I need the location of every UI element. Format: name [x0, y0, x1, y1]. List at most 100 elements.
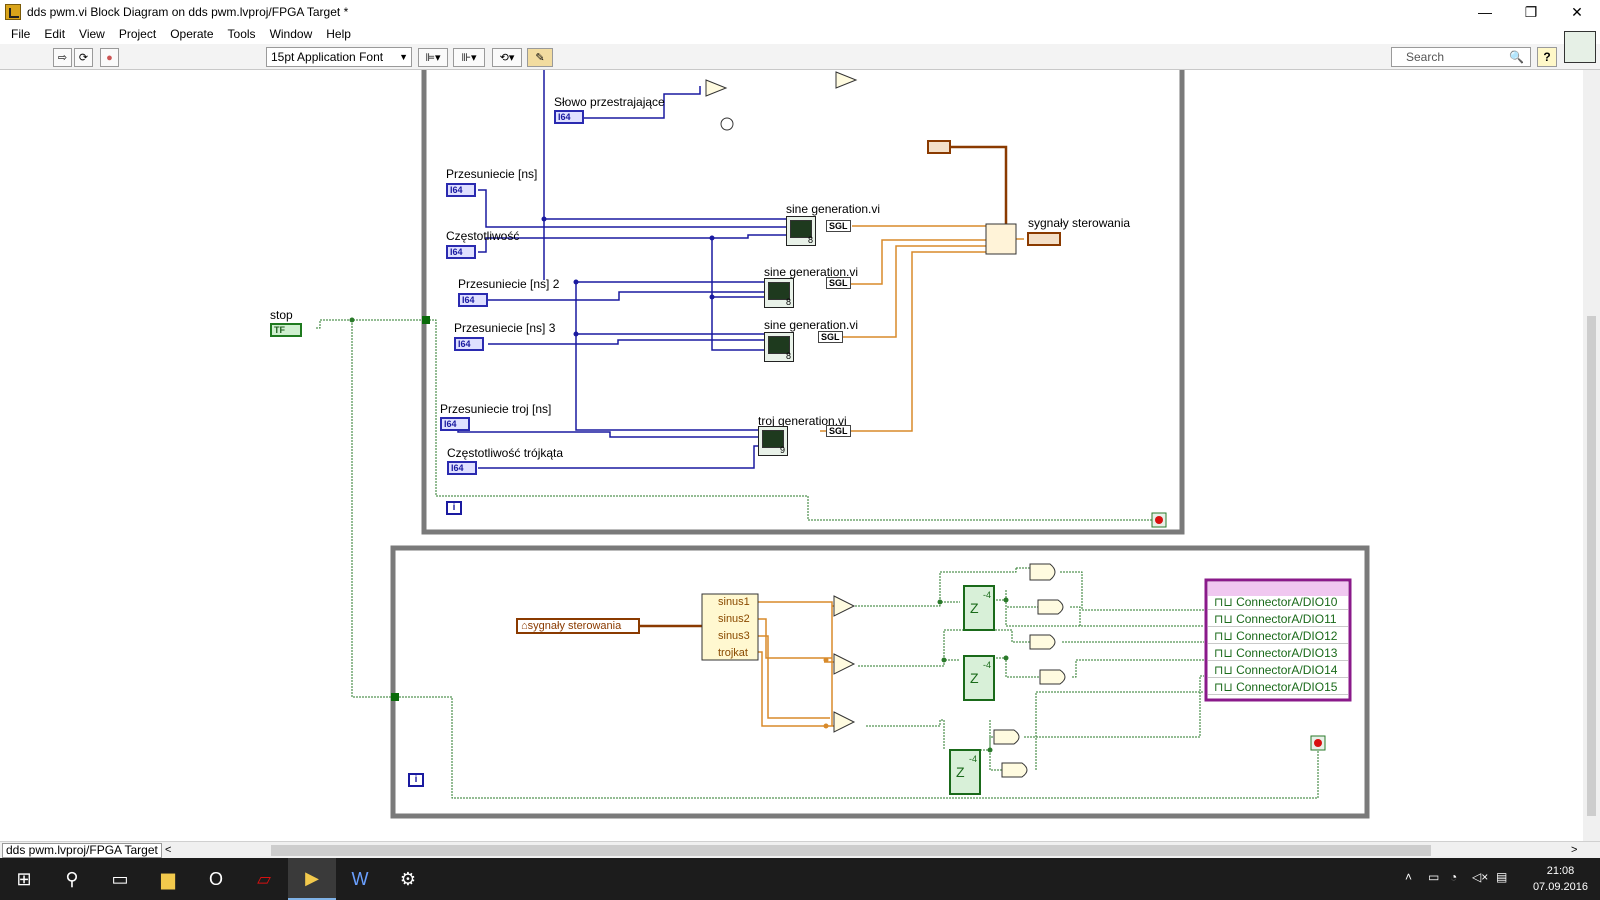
connector-dio13[interactable]: ⊓⊔ ConnectorA/DIO13 — [1208, 646, 1348, 661]
stop-tunnel-1 — [422, 316, 430, 324]
sine-generation-subvi-3[interactable]: 8 — [764, 332, 794, 362]
scroll-left-icon[interactable]: < — [165, 842, 171, 858]
unbundle-sinus3: sinus3 — [718, 630, 750, 642]
connector-dio14[interactable]: ⊓⊔ ConnectorA/DIO14 — [1208, 663, 1348, 678]
przes2-control[interactable]: I64 — [458, 293, 488, 307]
connector-dio11[interactable]: ⊓⊔ ConnectorA/DIO11 — [1208, 612, 1348, 627]
clock[interactable]: 21:08 07.09.2016 — [1533, 863, 1588, 895]
label-slowo: Słowo przestrajające — [554, 95, 665, 109]
sgl-tag-2: SGL — [826, 277, 851, 289]
feedback-num-1: -4 — [983, 590, 991, 600]
subvi-3-num: 8 — [786, 351, 791, 361]
windows-start-icon[interactable]: ⊞ — [0, 858, 48, 900]
menu-file[interactable]: File — [4, 27, 37, 41]
project-tab[interactable]: dds pwm.lvproj/FPGA Target — [2, 843, 162, 858]
chevron-up-icon[interactable]: ˄ — [1405, 870, 1412, 884]
stop-control[interactable]: TF — [270, 323, 302, 337]
font-select[interactable]: 15pt Application Font ▼ — [266, 47, 412, 67]
menu-tools[interactable]: Tools — [221, 27, 263, 41]
czesttroj-control[interactable]: I64 — [447, 461, 477, 475]
align-objects-icon[interactable]: ⊫▾ — [418, 48, 448, 67]
menu-edit[interactable]: Edit — [37, 27, 72, 41]
horizontal-scrollbar[interactable]: dds pwm.lvproj/FPGA Target < > — [0, 841, 1600, 858]
run-continuously-icon[interactable]: ⟳ — [74, 48, 93, 67]
local-variable-label: sygnały sterowania — [528, 620, 622, 632]
menu-view[interactable]: View — [72, 27, 112, 41]
troj-generation-subvi[interactable]: 9 — [758, 426, 788, 456]
context-help-button[interactable]: ? — [1537, 47, 1557, 67]
minimize-button[interactable]: — — [1462, 0, 1508, 24]
distribute-objects-icon[interactable]: ⊪▾ — [453, 48, 485, 67]
digital-line-icon: ⊓⊔ — [1214, 629, 1236, 643]
windows-taskbar: ⊞ ⚲ ▭ ▆ O ▱ ▶ W ⚙ ˄ ▭ ◔ ◁× ▤ 21:08 07.09… — [0, 858, 1600, 900]
connector-dio10-label: ConnectorA/DIO10 — [1236, 595, 1337, 609]
word-icon[interactable]: W — [336, 858, 384, 900]
feedback-z-3: Z — [956, 764, 965, 780]
search-icon[interactable]: 🔍 — [1509, 48, 1524, 66]
speaker-icon[interactable]: ◁× — [1472, 870, 1488, 884]
wifi-icon[interactable]: ◔ — [1450, 870, 1457, 884]
settings-app-icon[interactable]: ⚙ — [384, 858, 432, 900]
menu-help[interactable]: Help — [319, 27, 358, 41]
loop1-iteration-terminal: i — [446, 501, 462, 515]
subvi-1-num: 8 — [808, 235, 813, 245]
menu-window[interactable]: Window — [263, 27, 320, 41]
vi-icon[interactable] — [1564, 31, 1596, 63]
label-przes2: Przesuniecie [ns] 2 — [458, 277, 559, 291]
sine-generation-subvi-1[interactable]: 8 — [786, 216, 816, 246]
restore-button[interactable]: ❐ — [1508, 0, 1554, 24]
label-przes3: Przesuniecie [ns] 3 — [454, 321, 555, 335]
vertical-scrollbar[interactable] — [1583, 70, 1600, 841]
opera-icon[interactable]: O — [192, 858, 240, 900]
przes1-control[interactable]: I64 — [446, 183, 476, 197]
unbundle-sinus2: sinus2 — [718, 613, 750, 625]
cleanup-diagram-icon[interactable]: ✎ — [527, 48, 553, 67]
loop2-iteration-terminal: i — [408, 773, 424, 787]
sine-generation-subvi-2[interactable]: 8 — [764, 278, 794, 308]
sgl-tag-1: SGL — [826, 220, 851, 232]
przes3-control[interactable]: I64 — [454, 337, 484, 351]
label-sygnaly: sygnały sterowania — [1028, 216, 1130, 230]
search-input[interactable]: Search 🔍 — [1391, 47, 1531, 67]
connector-dio11-label: ConnectorA/DIO11 — [1236, 612, 1337, 626]
wires-layer — [0, 70, 1600, 841]
przestroj-control[interactable]: I64 — [440, 417, 470, 431]
vertical-scrollbar-thumb[interactable] — [1587, 316, 1596, 816]
battery-icon[interactable]: ▭ — [1428, 870, 1439, 884]
notification-icon[interactable]: ▤ — [1496, 870, 1507, 884]
label-sine3: sine generation.vi — [764, 318, 858, 332]
feedback-z-2: Z — [970, 670, 979, 686]
labview-taskbar-icon[interactable]: ▶ — [288, 858, 336, 900]
connector-dio12-label: ConnectorA/DIO12 — [1236, 629, 1337, 643]
close-button[interactable]: ✕ — [1554, 0, 1600, 24]
reorder-icon[interactable]: ⟲▾ — [492, 48, 522, 67]
run-arrow-icon[interactable]: ⇨ — [53, 48, 72, 67]
abort-icon[interactable]: ● — [100, 48, 119, 67]
subvi-2-num: 8 — [786, 297, 791, 307]
menu-operate[interactable]: Operate — [163, 27, 220, 41]
czest-control[interactable]: I64 — [446, 245, 476, 259]
sgl-tag-3: SGL — [818, 331, 843, 343]
chevron-down-icon: ▼ — [399, 48, 408, 66]
constant-node — [721, 118, 733, 130]
scroll-right-icon[interactable]: > — [1571, 842, 1577, 858]
title-bar: dds pwm.vi Block Diagram on dds pwm.lvpr… — [0, 0, 1600, 24]
feedback-num-3: -4 — [969, 754, 977, 764]
sygnaly-local-variable[interactable]: ⌂sygnały sterowania — [516, 618, 640, 634]
block-diagram-canvas[interactable]: Słowo przestrajające I64 Przesuniecie [n… — [0, 70, 1600, 841]
float-wires — [756, 226, 1024, 726]
label-przestroj: Przesuniecie troj [ns] — [440, 402, 551, 416]
feedback-z-1: Z — [970, 600, 979, 616]
file-explorer-icon[interactable]: ▆ — [144, 858, 192, 900]
connector-dio12[interactable]: ⊓⊔ ConnectorA/DIO12 — [1208, 629, 1348, 644]
search-icon[interactable]: ⚲ — [48, 858, 96, 900]
task-view-icon[interactable]: ▭ — [96, 858, 144, 900]
connector-dio14-label: ConnectorA/DIO14 — [1236, 663, 1337, 677]
subvi-4-num: 9 — [780, 445, 785, 455]
horizontal-scrollbar-thumb[interactable] — [271, 845, 1431, 856]
red-app-icon[interactable]: ▱ — [240, 858, 288, 900]
slowo-control[interactable]: I64 — [554, 110, 584, 124]
connector-dio15[interactable]: ⊓⊔ ConnectorA/DIO15 — [1208, 680, 1348, 695]
menu-project[interactable]: Project — [112, 27, 163, 41]
connector-dio10[interactable]: ⊓⊔ ConnectorA/DIO10 — [1208, 595, 1348, 610]
